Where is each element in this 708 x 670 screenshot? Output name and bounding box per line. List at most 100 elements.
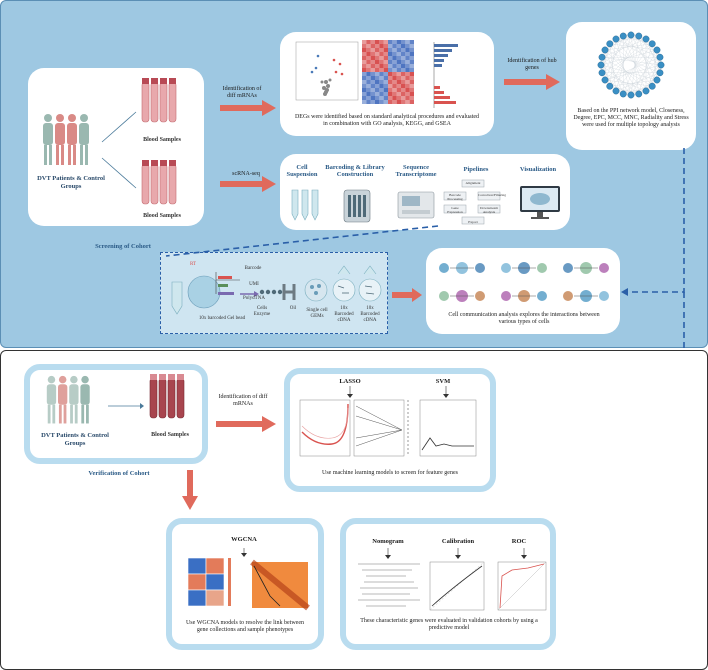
heatmap-cell bbox=[370, 68, 375, 72]
heatmap-cell bbox=[375, 76, 380, 80]
heatmap-cell bbox=[362, 60, 367, 64]
heatmap-cell bbox=[396, 64, 401, 68]
wgcna-label: WGCNA bbox=[231, 536, 257, 543]
heatmap-cell bbox=[366, 48, 371, 52]
heatmap-cell bbox=[401, 96, 406, 100]
heatmap-cell bbox=[388, 76, 393, 80]
ppi-node bbox=[612, 35, 620, 43]
cellcomm-cell bbox=[537, 263, 547, 273]
bead-gems-label: Single cell GEMs bbox=[306, 308, 328, 319]
heatmap-cell bbox=[362, 44, 367, 48]
heatmap-cell bbox=[409, 68, 414, 72]
ppi-edge bbox=[645, 38, 661, 73]
ppi-network bbox=[597, 31, 665, 99]
heatmap-cell bbox=[379, 84, 384, 88]
cellcomm-grid bbox=[439, 262, 609, 302]
heatmap-cell bbox=[379, 48, 384, 52]
heatmap-cell bbox=[370, 44, 375, 48]
heatmap bbox=[362, 40, 414, 104]
heatmap-cell bbox=[409, 92, 414, 96]
bead-cdna1-label: 10x Barcoded cDNA bbox=[334, 306, 354, 323]
svm-label: SVM bbox=[435, 378, 451, 385]
heatmap-cell bbox=[379, 100, 384, 104]
heatmap-cell bbox=[392, 44, 397, 48]
heatmap-cell bbox=[401, 76, 406, 80]
heatmap-cell bbox=[383, 40, 388, 44]
heatmap-cell bbox=[396, 40, 401, 44]
heatmap-cell bbox=[388, 56, 393, 60]
heatmap-cell bbox=[362, 80, 367, 84]
heatmap-cell bbox=[375, 56, 380, 60]
heatmap-cell bbox=[396, 92, 401, 96]
patients-to-tubes-arrows bbox=[101, 111, 137, 189]
heatmap-cell bbox=[392, 96, 397, 100]
heatmap-cell bbox=[405, 96, 410, 100]
ppi-node bbox=[648, 40, 656, 48]
heatmap-cell bbox=[405, 64, 410, 68]
ppi-edge bbox=[630, 49, 658, 96]
heatmap-cell bbox=[388, 40, 393, 44]
ppi-node bbox=[619, 32, 627, 40]
heatmap-cell bbox=[396, 84, 401, 88]
verification-arrow-to-ml[interactable] bbox=[216, 416, 276, 432]
heatmap-cell bbox=[401, 84, 406, 88]
heatmap-cell bbox=[396, 56, 401, 60]
verification-arrow-down[interactable] bbox=[182, 470, 198, 510]
heatmap-cell bbox=[392, 84, 397, 88]
screening-patients-label: DVT Patients & Control Groups bbox=[37, 175, 105, 190]
calibration-label: Calibration bbox=[441, 538, 475, 545]
heatmap-cell bbox=[383, 92, 388, 96]
heatmap-cell bbox=[405, 56, 410, 60]
patients-figures bbox=[43, 114, 89, 165]
heatmap-cell bbox=[370, 48, 375, 52]
heatmap-cell bbox=[362, 40, 367, 44]
arrow-to-degs[interactable] bbox=[220, 100, 276, 116]
lasso-svm-plots bbox=[299, 386, 477, 457]
heatmap-cell bbox=[409, 72, 414, 76]
arrow-to-scrna[interactable] bbox=[220, 176, 276, 192]
heatmap-cell bbox=[396, 44, 401, 48]
ppi-edge bbox=[623, 35, 661, 73]
lasso-label: LASSO bbox=[339, 378, 361, 385]
heatmap-cell bbox=[370, 60, 375, 64]
ppi-edge bbox=[604, 35, 624, 81]
heatmap-cell bbox=[401, 52, 406, 56]
heatmap-cell bbox=[362, 52, 367, 56]
blood-samples-top-label: Blood Samples bbox=[143, 137, 181, 143]
blood-samples-bottom-label: Blood Samples bbox=[143, 213, 181, 219]
arrow-to-cellcomm[interactable] bbox=[392, 288, 422, 302]
heatmap-cell bbox=[366, 52, 371, 56]
validation-plots bbox=[358, 548, 547, 611]
heatmap-cell bbox=[366, 76, 371, 80]
heatmap-cell bbox=[375, 44, 380, 48]
arrow-to-ppi[interactable] bbox=[504, 74, 560, 90]
ppi-edge bbox=[601, 38, 647, 58]
ppi-edge bbox=[600, 49, 658, 66]
heatmap-cell bbox=[362, 56, 367, 60]
ppi-node bbox=[627, 31, 635, 39]
ppi-edge bbox=[630, 34, 658, 51]
heatmap-cell bbox=[401, 44, 406, 48]
cellcomm-cell bbox=[563, 263, 573, 273]
ppi-edge bbox=[638, 35, 653, 87]
heatmap-cell bbox=[362, 88, 367, 92]
verification-patients-label: DVT Patients & Control Groups bbox=[41, 432, 109, 447]
heatmap-cell bbox=[366, 72, 371, 76]
bead-umi-label: UMI bbox=[249, 282, 259, 287]
heatmap-cell bbox=[370, 84, 375, 88]
heatmap-cell bbox=[405, 92, 410, 96]
heatmap-cell bbox=[375, 52, 380, 56]
sequencer bbox=[397, 191, 435, 219]
heatmap-cell bbox=[370, 72, 375, 76]
heatmap-cell bbox=[401, 92, 406, 96]
ppi-edge bbox=[609, 38, 617, 87]
ppi-node bbox=[635, 90, 643, 98]
ppi-node bbox=[601, 76, 609, 84]
heatmap-cell bbox=[388, 64, 393, 68]
cellcomm-cell bbox=[475, 263, 485, 273]
scrna-step-3: Sequence Transcriptome bbox=[395, 164, 437, 178]
pipeline-box-5: Downstream Analysis bbox=[480, 206, 498, 214]
heatmap-cell bbox=[401, 60, 406, 64]
cellcomm-cell bbox=[501, 291, 511, 301]
ppi-edge bbox=[604, 34, 632, 51]
